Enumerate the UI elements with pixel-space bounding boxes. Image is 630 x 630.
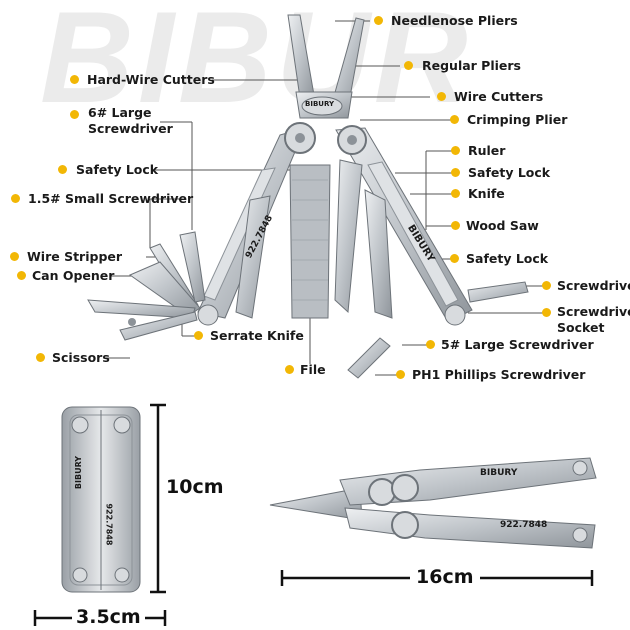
label-needlenose-pliers: Needlenose Pliers [391,13,518,28]
label-5-large-screwdriver: 5# Large Screwdriver [441,337,594,352]
brand-watermark: BIBUR [40,0,472,130]
dimension-width: 3.5cm [72,606,145,628]
callout-dot [542,281,551,290]
callout-dot [70,75,79,84]
label-serrate-knife: Serrate Knife [210,328,304,343]
callout-dot [542,308,551,317]
callout-dot [36,353,45,362]
callout-dot [450,254,459,263]
label-crimping-plier: Crimping Plier [467,112,568,127]
callout-dot [374,16,383,25]
callout-dot [437,92,446,101]
closed-plier [269,457,597,549]
label-scissors: Scissors [52,350,110,365]
callout-dot [194,331,203,340]
label-ph1-phillips: PH1 Phillips Screwdriver [412,367,586,382]
folded-multitool [61,406,141,593]
label-wire-cutters: Wire Cutters [454,89,544,104]
engraved-code-closed: 922.7848 [500,520,548,530]
callout-dot [285,365,294,374]
label-safety-lock-right-top: Safety Lock [468,165,551,180]
callout-dot [451,221,460,230]
callout-dot [10,252,19,261]
engraved-brand-folded: BIBURY [74,455,84,490]
callout-dot [396,370,405,379]
label-ruler: Ruler [468,143,506,158]
label-screwdriver: Screwdrive [557,278,630,293]
dimension-length: 16cm [410,566,480,588]
label-small-screwdriver: 1.5# Small Screwdriver [28,191,194,206]
callout-dot [451,189,460,198]
callout-dot [17,271,26,280]
label-hard-wire-cutters: Hard-Wire Cutters [87,72,215,87]
label-wood-saw: Wood Saw [466,218,539,233]
label-wire-stripper: Wire Stripper [27,249,123,264]
callout-dot [426,340,435,349]
label-6-large-screwdriver: 6# Large Screwdriver [88,105,173,136]
label-can-opener: Can Opener [32,268,115,283]
engraved-pivot-brand: BIBURY [305,100,335,108]
open-multitool [87,14,529,379]
callout-dot [404,61,413,70]
label-screwdriver-socket: Screwdrive Socket [557,304,630,335]
callout-dot [450,115,459,124]
engraved-code-folded: 922.7848 [104,503,114,546]
dimension-height: 10cm [166,476,224,498]
label-file: File [300,362,326,377]
engraved-brand-closed: BIBURY [480,468,518,478]
label-safety-lock-right-bottom: Safety Lock [466,251,549,266]
label-regular-pliers: Regular Pliers [422,58,521,73]
callout-dot [451,146,460,155]
callout-dot [70,110,79,119]
callout-dot [451,168,460,177]
callout-dot [11,194,20,203]
label-safety-lock-left: Safety Lock [76,162,159,177]
label-knife: Knife [468,186,505,201]
callout-dot [58,165,67,174]
